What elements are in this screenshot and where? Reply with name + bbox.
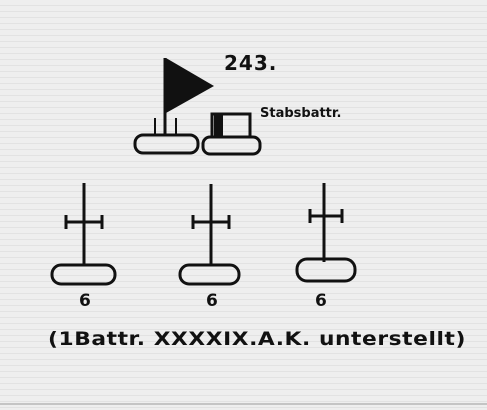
footnote: (1Battr. XXXXIX.A.K. unterstellt) [48,328,466,350]
hq-cab-door [214,114,223,136]
hq-vehicle-right [201,135,262,156]
battery-2-strength: 6 [206,291,218,311]
hq-group: Stabsbattr. [133,58,341,156]
battery-3-strength: 6 [315,291,327,311]
battery-symbol-icon [50,183,117,286]
battery-1-strength: 6 [79,291,91,311]
hq-label: Stabsbattr. [260,106,341,121]
flag-icon [163,58,214,135]
battery-symbol-icon [295,183,357,283]
hq-cab [210,112,252,137]
battery-symbol-icon [178,184,241,286]
unit-number: 243. [224,51,277,75]
